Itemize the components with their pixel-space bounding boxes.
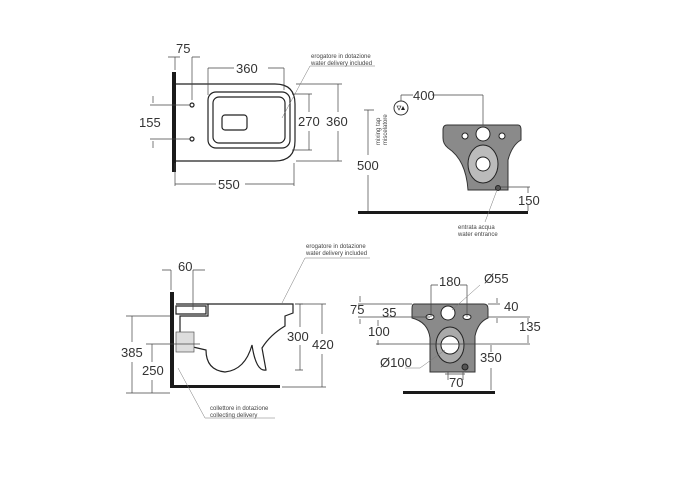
dim-inlet-height: 150: [518, 193, 540, 208]
dim-inlet-side: 70: [449, 375, 463, 390]
dim-bowl-width: 360: [236, 61, 258, 76]
dim-inlet-diameter: Ø55: [484, 271, 509, 286]
dim-bowl-height: 300: [287, 329, 309, 344]
fixing-hole: [189, 136, 195, 142]
fixing-hole: [189, 102, 195, 108]
dim-total-width: 360: [326, 114, 348, 129]
dim-fixing-spacing: 155: [139, 115, 161, 130]
callout-line1: erogatore in dotazione: [311, 54, 371, 60]
dim-outlet-height: 250: [142, 363, 164, 378]
flush-valve: [175, 305, 207, 315]
dim-wall-offset: 75: [176, 41, 190, 56]
wall: [170, 292, 174, 388]
inlet-callout-line2: water entrance: [457, 232, 498, 238]
side-callout-bottom-line2: collecting delivery: [210, 413, 257, 419]
dim-right-offset: 40: [504, 299, 518, 314]
side-section-view: 60 300 420 385 250 erogatore in dotazion…: [121, 244, 370, 419]
callout-line2: water delivery included: [310, 61, 372, 67]
rear-elevation-view: 180 Ø55 75 35 40 100 135 350 Ø100 70: [350, 271, 541, 394]
dim-depth: 550: [218, 177, 240, 192]
dim-inner-width: 270: [298, 114, 320, 129]
front-elevation-view: 400 500 mixing tap miscelatore 150 entra…: [357, 88, 540, 238]
side-callout-top-line1: erogatore in dotazione: [306, 244, 366, 250]
collector: [175, 331, 195, 353]
dim-top-offset: 75: [350, 302, 364, 317]
dim-total-height: 420: [312, 337, 334, 352]
side-callout-top-line2: water delivery included: [305, 251, 367, 257]
tap-label-line1: mixing tap: [376, 117, 382, 145]
dim-flush-offset: 60: [178, 259, 192, 274]
dim-outlet-height: 350: [480, 350, 502, 365]
top-plan-view: 75 360 270 360 155 550 erogatore in dota…: [139, 41, 375, 192]
dim-tap-height: 500: [357, 158, 379, 173]
dim-tap-offset: 400: [413, 88, 435, 103]
tap-label-line2: miscelatore: [383, 114, 389, 145]
dim-outlet-diameter: Ø100: [380, 355, 412, 370]
floor: [170, 385, 280, 388]
floor: [358, 211, 528, 214]
bowl-section: [176, 303, 294, 373]
dim-fixing-height: 385: [121, 345, 143, 360]
flush-button: [221, 114, 248, 131]
inlet-callout-line1: entrata acqua: [458, 225, 495, 231]
side-callout-bottom-line1: collettore in dotazione: [210, 406, 269, 412]
dim-fixing-spacing: 180: [439, 274, 461, 289]
mixing-tap-icon: [393, 100, 409, 116]
dim-right-height: 135: [519, 319, 541, 334]
wall: [172, 72, 176, 172]
dim-inlet-offset: 35: [382, 305, 396, 320]
floor: [403, 391, 495, 394]
seat-inner: [212, 96, 286, 144]
dim-fix-height: 100: [368, 324, 390, 339]
